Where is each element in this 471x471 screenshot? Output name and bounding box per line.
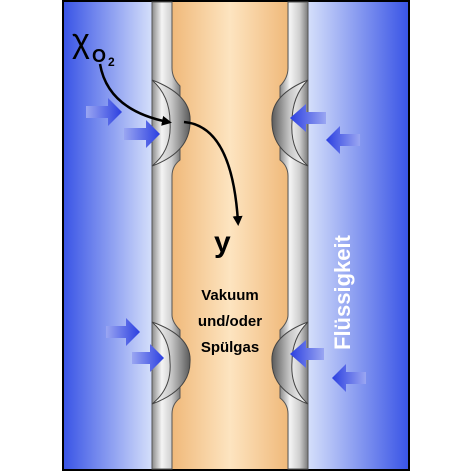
- blue-arrow-icon: [124, 120, 160, 148]
- membrane-bulge-lower-left: [151, 321, 191, 405]
- chi-subscript: O: [92, 46, 106, 66]
- y-label: y: [214, 226, 231, 259]
- black-curved-arrow-icon: [183, 120, 243, 226]
- liquid-region-right: [306, 2, 408, 469]
- blue-arrow-icon: [106, 318, 140, 346]
- blue-arrow-icon: [132, 344, 164, 372]
- membrane-bulge-lower-right: [271, 321, 309, 405]
- center-text-line-2: und/oder: [198, 313, 262, 330]
- center-text-line-1: Vakuum: [201, 287, 259, 304]
- chi-sub-subscript: 2: [108, 55, 115, 69]
- blue-arrow-icon: [326, 126, 360, 154]
- liquid-region-left: [64, 2, 154, 469]
- side-label-liquid: Flüssigkeit: [330, 234, 355, 350]
- blue-arrow-icon: [332, 364, 366, 392]
- center-text-line-3: Spülgas: [201, 339, 259, 356]
- blue-arrow-icon: [290, 104, 326, 132]
- blue-arrow-icon: [86, 98, 122, 126]
- membrane-bulge-upper-right: [271, 79, 309, 167]
- blue-arrow-icon: [290, 340, 324, 368]
- gas-channel: [172, 2, 288, 469]
- chi-symbol: χ: [72, 22, 90, 60]
- black-curved-arrow-icon: [98, 63, 172, 126]
